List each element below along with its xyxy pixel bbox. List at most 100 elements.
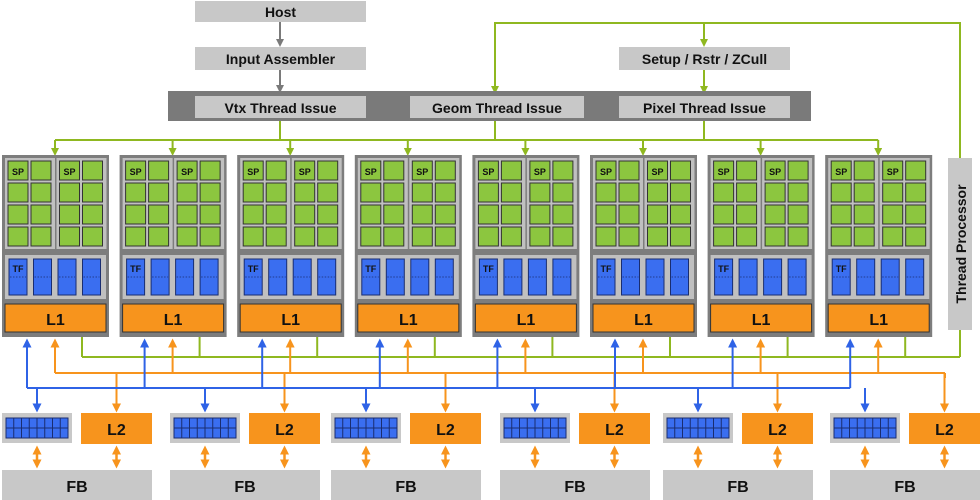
sp-core bbox=[736, 204, 758, 225]
sp-core bbox=[265, 204, 287, 225]
tf-block bbox=[527, 258, 547, 296]
tf-label: TF bbox=[836, 264, 847, 274]
sp-core bbox=[82, 226, 103, 247]
sp-core bbox=[176, 226, 198, 247]
sp-core bbox=[176, 204, 198, 225]
sp-core bbox=[529, 204, 551, 225]
frame-buffer: FB bbox=[331, 470, 481, 500]
sp-group: SP bbox=[593, 158, 643, 249]
frame-buffer: FB bbox=[830, 470, 980, 500]
sp-core bbox=[82, 204, 103, 225]
cluster: SP SP TF L1 bbox=[119, 155, 227, 337]
input-assembler-label: Input Assembler bbox=[226, 51, 336, 67]
sp-group: SP bbox=[526, 158, 577, 249]
l1-label: L1 bbox=[634, 312, 653, 329]
sp-core bbox=[7, 204, 29, 225]
sp-core bbox=[411, 204, 433, 225]
sp-core bbox=[853, 204, 875, 225]
sp-core bbox=[905, 226, 927, 247]
vtx-thread-issue-block: Vtx Thread Issue bbox=[195, 96, 366, 118]
sp-core bbox=[148, 226, 170, 247]
sp-core bbox=[529, 226, 551, 247]
tf-block bbox=[434, 258, 454, 296]
sp-core bbox=[383, 204, 405, 225]
fb-label: FB bbox=[564, 479, 585, 496]
l2-label: L2 bbox=[275, 422, 294, 439]
fb-label: FB bbox=[727, 479, 748, 496]
rop-unit bbox=[830, 413, 900, 443]
tf-block bbox=[787, 258, 807, 296]
l2-cache: L2 bbox=[579, 413, 650, 444]
sp-core bbox=[670, 160, 691, 181]
sp-core bbox=[477, 226, 499, 247]
sp-core bbox=[199, 160, 221, 181]
sp-core bbox=[647, 182, 668, 203]
tf-label: TF bbox=[718, 264, 729, 274]
sp-core bbox=[434, 226, 456, 247]
sp-core bbox=[882, 160, 904, 181]
sp-core bbox=[736, 226, 758, 247]
texture-unit: TF bbox=[122, 255, 224, 299]
sp-core bbox=[82, 182, 103, 203]
sp-core bbox=[148, 204, 170, 225]
sp-core bbox=[882, 226, 904, 247]
sp-core bbox=[905, 182, 927, 203]
sp-core bbox=[7, 182, 29, 203]
sp-core bbox=[552, 160, 574, 181]
thread-issue-bar: Vtx Thread Issue Geom Thread Issue Pixel… bbox=[168, 91, 811, 121]
l1-label: L1 bbox=[869, 312, 888, 329]
sp-label: SP bbox=[718, 167, 730, 177]
texture-unit: TF bbox=[828, 255, 930, 299]
sp-label: SP bbox=[534, 167, 546, 177]
sp-core bbox=[500, 182, 522, 203]
sp-core bbox=[552, 226, 574, 247]
sp-label: SP bbox=[887, 167, 899, 177]
tf-block bbox=[738, 258, 758, 296]
sp-core bbox=[434, 160, 456, 181]
tf-block bbox=[199, 258, 219, 296]
l2-cache: L2 bbox=[81, 413, 152, 444]
sp-core bbox=[500, 204, 522, 225]
sp-core bbox=[360, 182, 382, 203]
sp-core bbox=[618, 160, 640, 181]
sp-group: SP bbox=[357, 158, 408, 249]
sp-label: SP bbox=[63, 167, 75, 177]
sp-core bbox=[529, 160, 551, 181]
sp-core bbox=[317, 204, 339, 225]
sp-core bbox=[595, 204, 617, 225]
l1-label: L1 bbox=[164, 312, 183, 329]
sp-core bbox=[647, 160, 668, 181]
tf-block bbox=[714, 258, 734, 296]
sp-group: SP bbox=[409, 158, 460, 249]
sp-core bbox=[647, 226, 668, 247]
geom-thread-issue-label: Geom Thread Issue bbox=[432, 100, 562, 116]
sp-label: SP bbox=[181, 167, 193, 177]
sp-core bbox=[59, 160, 80, 181]
sp-core bbox=[477, 182, 499, 203]
l1-label: L1 bbox=[281, 312, 300, 329]
sp-core bbox=[125, 160, 147, 181]
tf-block bbox=[880, 258, 900, 296]
sp-core bbox=[360, 226, 382, 247]
geom-thread-issue-block: Geom Thread Issue bbox=[410, 96, 584, 118]
l2-label: L2 bbox=[768, 422, 787, 439]
sp-core bbox=[294, 160, 316, 181]
tf-label: TF bbox=[13, 264, 24, 274]
sp-core bbox=[199, 204, 221, 225]
tf-block bbox=[82, 258, 101, 296]
frame-buffer: FB bbox=[663, 470, 813, 500]
l1-cache: L1 bbox=[357, 303, 460, 333]
sp-core bbox=[500, 226, 522, 247]
sp-label: SP bbox=[600, 167, 612, 177]
sp-core bbox=[176, 160, 198, 181]
l1-cache: L1 bbox=[474, 303, 577, 333]
sp-label: SP bbox=[130, 167, 142, 177]
l1-label: L1 bbox=[46, 312, 65, 329]
sp-core bbox=[736, 182, 758, 203]
